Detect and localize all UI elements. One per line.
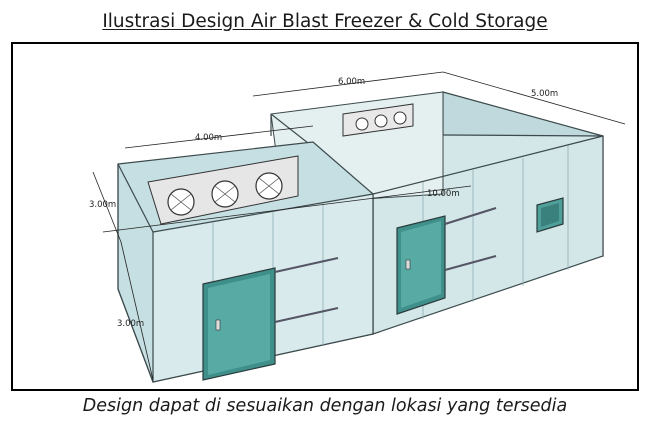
diagram-caption: Design dapat di sesuaikan dengan lokasi … xyxy=(82,396,568,416)
dim-cold-storage-width: 6.00m xyxy=(338,77,365,87)
dim-cold-storage-depth: 5.00m xyxy=(531,89,558,99)
dim-upper-height: 3.00m xyxy=(89,200,116,210)
diagram-frame: 6.00m 5.00m 10.00m 4.00m 3.00m 3.00m xyxy=(11,42,639,391)
dim-freezer-width: 4.00m xyxy=(195,133,222,143)
dim-total-length: 10.00m xyxy=(427,189,460,199)
freezer-cold-storage-illustration: 6.00m 5.00m 10.00m 4.00m 3.00m 3.00m xyxy=(89,71,626,383)
cold-storage-door xyxy=(396,215,446,315)
freezer-door xyxy=(202,267,276,381)
diagram-title: Ilustrasi Design Air Blast Freezer & Col… xyxy=(102,11,548,32)
dim-lower-height: 3.00m xyxy=(117,319,144,329)
cold-storage-evaporator xyxy=(342,103,414,137)
freezer-evaporator xyxy=(147,155,299,225)
hatch-window xyxy=(536,197,564,233)
